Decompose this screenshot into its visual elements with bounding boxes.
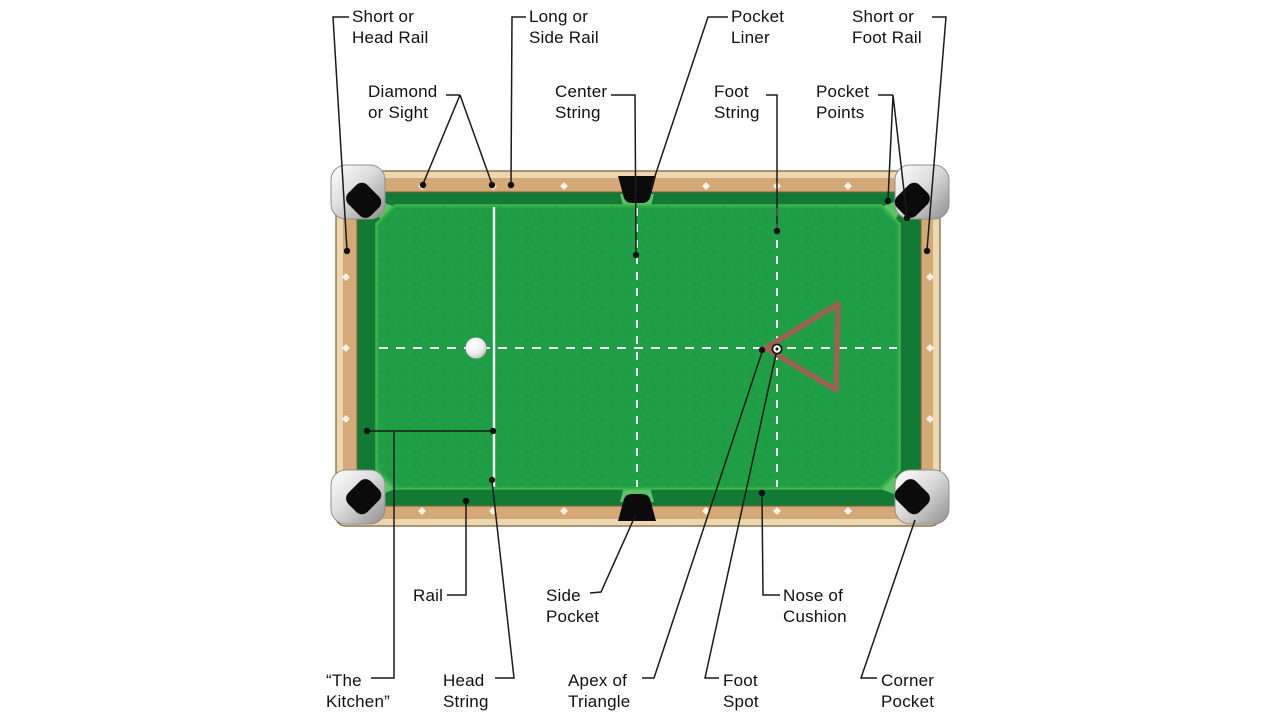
label-side-pocket: Side Pocket — [546, 586, 600, 626]
leader-pocket-points — [878, 94, 908, 218]
diamond-sight-marker — [844, 182, 852, 190]
leader-side-pocket — [589, 513, 637, 594]
diamond-sight-marker — [342, 415, 350, 423]
leader-apex-of-triangle — [642, 351, 763, 679]
corner-pocket-bottom-left — [346, 479, 382, 515]
label-rail: Rail — [413, 586, 444, 605]
side-pocket-top — [618, 176, 656, 203]
diamond-sight-marker — [342, 344, 350, 352]
label-nose-of-cushion: Nose of Cushion — [783, 586, 847, 626]
leader-short-foot-rail — [926, 16, 947, 251]
corner-pocket-bottom-right — [894, 479, 930, 515]
label-diamond-sight: Diamond or Sight — [368, 82, 438, 122]
leader-foot-string — [766, 94, 778, 230]
leader-the-kitchen — [367, 430, 493, 679]
diamond-sight-marker — [342, 273, 350, 281]
side-pocket-bottom — [618, 494, 656, 521]
cue-ball — [465, 337, 487, 359]
diamond-sight-marker — [926, 344, 934, 352]
diamond-sight-marker — [844, 507, 852, 515]
diamond-sight-marker — [418, 507, 426, 515]
diamond-sight-marker — [773, 507, 781, 515]
apex-of-triangle-dot — [758, 346, 766, 354]
label-apex-of-triangle: Apex of Triangle — [568, 671, 631, 711]
diamond-sight-marker — [926, 415, 934, 423]
label-the-kitchen: “The Kitchen” — [326, 671, 390, 711]
label-pocket-points: Pocket Points — [816, 82, 870, 122]
leader-center-string — [611, 94, 637, 255]
corner-pocket-top-left — [346, 182, 382, 218]
leader-corner-pocket — [859, 519, 916, 679]
label-foot-string: Foot String — [714, 82, 760, 122]
label-foot-spot: Foot Spot — [723, 671, 759, 711]
pool-table — [330, 164, 950, 527]
label-short-head-rail: Short or Head Rail — [352, 7, 429, 47]
leader-dots — [343, 181, 931, 505]
leader-long-side-rail — [510, 16, 526, 185]
leader-short-head-rail — [332, 16, 349, 251]
diamond-sight-marker — [560, 182, 568, 190]
leader-rail — [447, 502, 467, 596]
diamond-sight-marker — [926, 273, 934, 281]
label-center-string: Center String — [555, 82, 608, 122]
diamond-sight-marker — [560, 507, 568, 515]
diamond-sight-marker — [702, 182, 710, 190]
foot-spot-marker — [771, 343, 783, 355]
leader-pocket-liner — [650, 16, 728, 189]
leader-head-string — [491, 480, 515, 679]
label-pocket-liner: Pocket Liner — [731, 7, 785, 47]
rack-triangle — [763, 301, 841, 393]
label-corner-pocket: Corner Pocket — [881, 671, 935, 711]
leader-lines — [332, 16, 947, 679]
label-head-string: Head String — [443, 671, 489, 711]
leader-foot-spot — [704, 353, 777, 679]
leader-nose-of-cushion — [761, 494, 780, 596]
leader-diamond-sight — [422, 94, 493, 185]
label-long-side-rail: Long or Side Rail — [529, 7, 599, 47]
label-short-foot-rail: Short or Foot Rail — [852, 7, 922, 47]
